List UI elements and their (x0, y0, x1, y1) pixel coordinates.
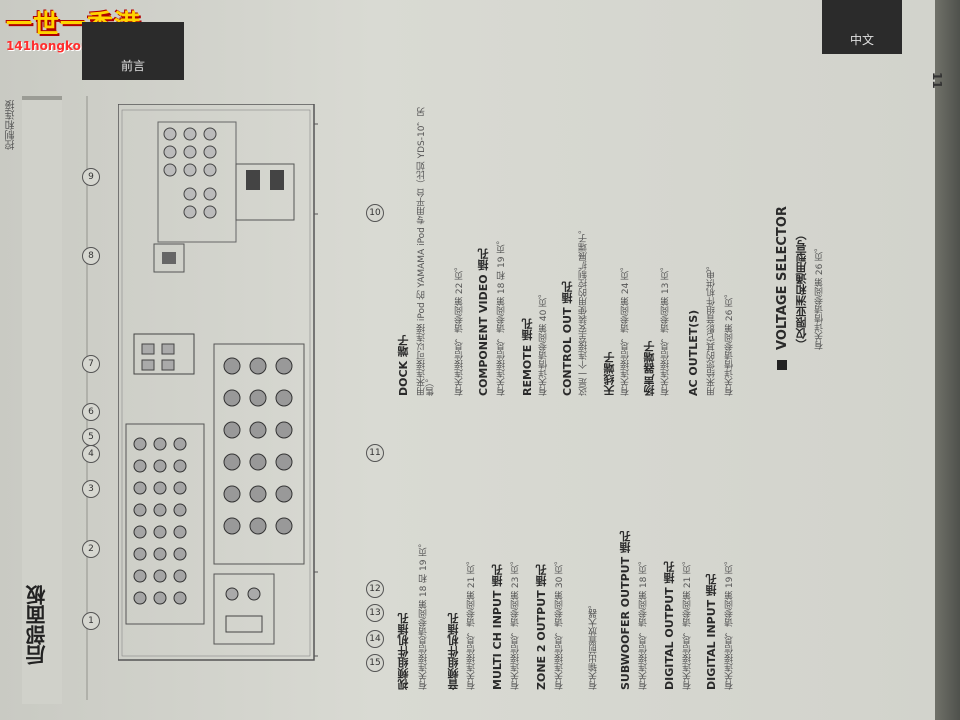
item-9-desc: 有关连接信息，请参阅第 18 和 19 页。 (497, 235, 507, 396)
callout-1: 1 (82, 612, 100, 630)
item-12-title: 天线端子 (603, 352, 616, 396)
speaker-terminals (223, 357, 293, 535)
voltage-title: VOLTAGE SELECTOR (775, 206, 790, 350)
item-8-desc2: 有关连接信息，请参阅第 22 页。 (455, 261, 465, 396)
voltage-selector-housing (313, 571, 318, 657)
item-10-title: REMOTE 插孔 (521, 318, 534, 396)
callout-11: 11 (366, 444, 384, 462)
section-title: 后部面板 (25, 585, 49, 665)
divider (86, 96, 88, 700)
voltage-subtitle: （仅限亚洲和通用型号） (795, 229, 808, 350)
callout-4: 4 (82, 445, 100, 463)
item-14-desc2: 有关详情请参阅第 26 页。 (725, 288, 735, 396)
item-1-desc: 有关连接信息请参阅第 18 和 19 页。 (419, 538, 429, 690)
callout-5: 5 (82, 428, 100, 446)
callout-8: 8 (82, 247, 100, 265)
item-3-desc: 有关连接信息，请参阅第 23 页。 (511, 555, 521, 690)
ac-outlet-panel (235, 163, 295, 221)
item-4-title: ZONE 2 OUTPUT 插孔 (535, 564, 548, 690)
callout-12: 12 (366, 580, 384, 598)
item-6-desc: 有关连接信息，请参阅第 21 页。 (683, 555, 693, 690)
item-2-desc: 有关连接信息，请参阅第 21 页。 (467, 555, 477, 690)
dock-terminal (153, 243, 185, 273)
panel-inner (121, 109, 311, 657)
callout-10: 10 (366, 204, 384, 222)
antenna-block (213, 573, 275, 645)
item-note: 有关输出前置放大器。 (589, 600, 599, 690)
av-input-jacks (133, 437, 187, 605)
tab-preface: 前言 (82, 22, 184, 80)
callout-6: 6 (82, 403, 100, 421)
item-14-title: AC OUTLET(S) (687, 309, 700, 396)
item-1-title: 视频组件机插孔 (397, 613, 410, 690)
voltage-desc: 有关详情请参阅第 26 页。 (815, 242, 825, 350)
callout-15: 15 (366, 654, 384, 672)
av-input-block (125, 423, 205, 625)
callout-14: 14 (366, 630, 384, 648)
item-5-title: SUBWOOFER OUTPUT 插孔 (619, 531, 632, 690)
remote-jacks (133, 333, 195, 375)
panel-outline (118, 104, 315, 661)
page-edge (935, 0, 960, 720)
item-3-title: MULTI CH INPUT 插孔 (491, 564, 504, 690)
item-4-desc: 有关连接信息，请参阅第 30 页。 (555, 555, 565, 690)
tab-chinese: 中文 (822, 0, 902, 54)
callout-9: 9 (82, 168, 100, 186)
item-2-title: 音频组件机插孔 (447, 613, 460, 690)
callout-13: 13 (366, 604, 384, 622)
power-cord-housing (313, 123, 318, 215)
item-6-title: DIGITAL OUTPUT 插孔 (663, 561, 676, 690)
item-13-desc: 有关连接信息，请参阅第 13 页。 (661, 261, 671, 396)
ac-outlet-2 (270, 170, 284, 190)
item-12-desc: 有关连接信息，请参阅第 24 页。 (621, 261, 631, 396)
section-header-bar (22, 96, 62, 704)
speaker-terminal-block (213, 343, 305, 565)
callout-7: 7 (82, 355, 100, 373)
item-11-desc: 这是一个连接至安装使用的控制扩展端子。 (579, 225, 589, 396)
callout-2: 2 (82, 540, 100, 558)
item-9-title: COMPONENT VIDEO 插孔 (477, 248, 490, 396)
item-7-title: DIGITAL INPUT 插孔 (705, 574, 718, 690)
item-10-desc: 有关详情请参阅第 40 页。 (539, 288, 549, 396)
bullet-icon (777, 360, 787, 370)
item-14-desc: 用来给您的其它影音组件机供电。 (707, 261, 717, 396)
ac-outlet-1 (246, 170, 260, 190)
item-11-title: CONTROL OUT 插孔 (561, 281, 574, 396)
item-8-desc: 用来连接可以连接 iPod 的 YAMAMA iPod 专用平台（比如 YDS-… (417, 107, 436, 396)
page-number: 11 (930, 72, 944, 89)
callout-3: 3 (82, 480, 100, 498)
side-label: 控制和连接 (6, 100, 17, 150)
component-jacks (163, 127, 217, 219)
rear-panel-diagram (118, 104, 318, 661)
item-7-desc: 有关连接信息，请参阅第 19 页。 (725, 555, 735, 690)
item-13-title: 扬声器端子 (643, 341, 656, 396)
item-8-title: DOCK 端子 (397, 335, 410, 396)
item-5-desc: 有关连接信息，请参阅第 18 页。 (639, 555, 649, 690)
